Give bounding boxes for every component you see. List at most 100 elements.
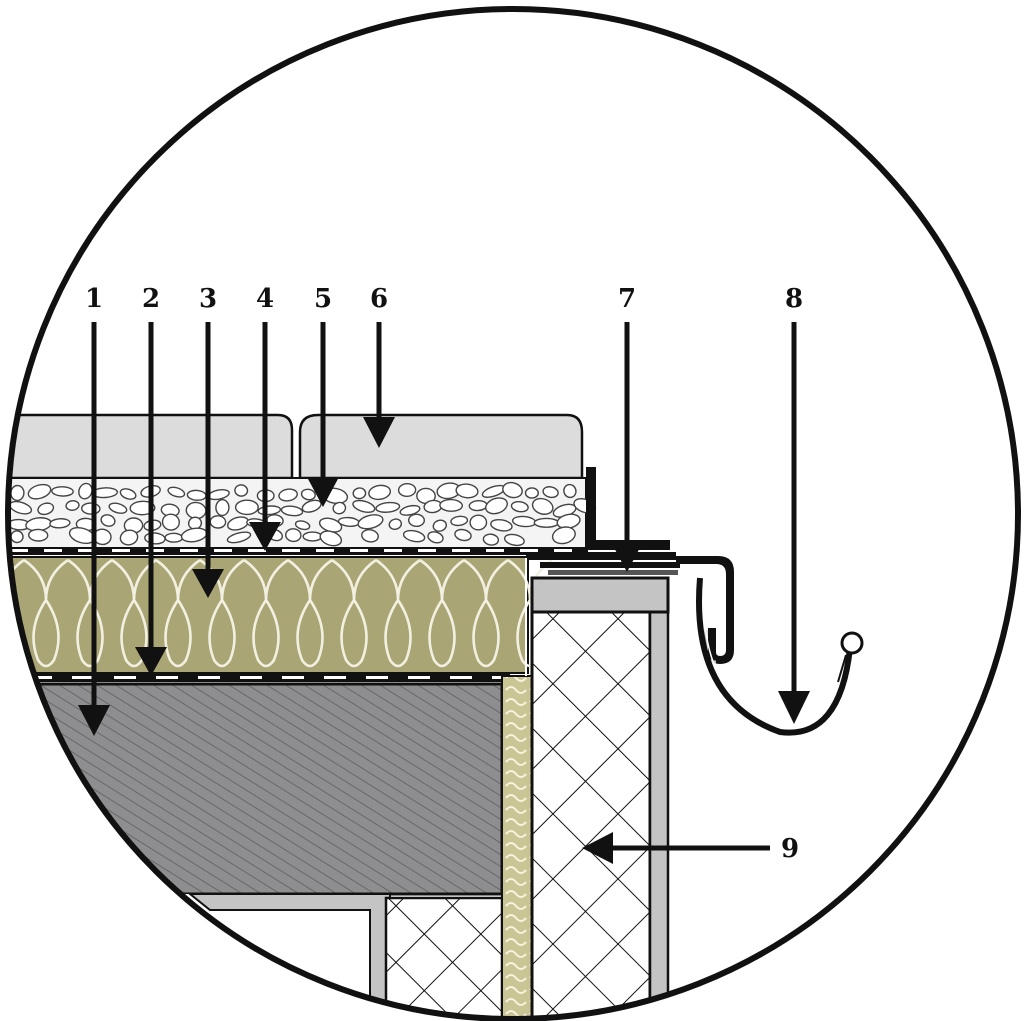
pebble	[10, 484, 25, 502]
vapour-barrier-dash	[240, 676, 262, 679]
pebble	[209, 515, 227, 529]
pebble	[427, 531, 444, 544]
pebble	[455, 483, 479, 499]
pebble	[361, 529, 379, 543]
pebble	[234, 484, 249, 497]
pebble	[302, 531, 323, 542]
membrane-dash	[588, 549, 606, 552]
section-contents	[0, 413, 864, 1019]
membrane-dash	[214, 549, 232, 552]
pebble	[468, 499, 488, 512]
pebble	[454, 528, 472, 542]
pebble	[294, 520, 311, 531]
pebble	[108, 502, 128, 514]
pebble	[300, 488, 316, 501]
membrane-dash	[384, 549, 402, 552]
vapour-barrier-dash	[198, 676, 220, 679]
thermal-insulation	[8, 556, 553, 674]
insulation-fibre-loop	[199, 558, 245, 668]
pebble	[432, 519, 448, 532]
pebble	[524, 487, 540, 499]
pebble	[234, 499, 259, 516]
pebble	[368, 484, 392, 501]
pebble	[0, 515, 4, 529]
pebble	[65, 500, 80, 511]
pebble	[285, 528, 302, 543]
pebble	[485, 497, 508, 515]
pebble	[319, 530, 343, 547]
membrane-dash	[78, 549, 96, 552]
arrow-7	[611, 322, 643, 572]
pebble	[551, 526, 576, 545]
pebble	[280, 505, 304, 517]
pebble	[332, 501, 347, 515]
membrane-dash	[180, 549, 198, 552]
pebble	[226, 531, 252, 544]
arrow-9	[582, 832, 770, 864]
interior-wall	[8, 893, 504, 1019]
pebble	[439, 498, 463, 512]
paver-slabs	[8, 413, 584, 480]
pebble	[0, 497, 6, 514]
vapour-barrier-dash	[156, 676, 178, 679]
pebble	[402, 529, 426, 543]
callout-label-6: 6	[370, 284, 388, 314]
callout-label-4: 4	[256, 284, 274, 314]
vapour-barrier-dash	[324, 676, 346, 679]
pebble	[161, 513, 180, 531]
gutter	[696, 577, 864, 736]
insulation-fibre-loop	[287, 558, 333, 668]
pebble	[388, 518, 403, 530]
pebble	[27, 483, 52, 500]
callout-label-2: 2	[142, 284, 160, 314]
callout-label-5: 5	[314, 284, 332, 314]
pebble	[399, 504, 421, 516]
arrow-4	[249, 322, 281, 551]
pebble	[563, 483, 577, 499]
vapour-barrier	[8, 673, 514, 682]
arrow-5	[307, 322, 339, 507]
pebble	[352, 487, 367, 500]
wall-insulation-block	[530, 576, 670, 1019]
pebble	[278, 488, 298, 502]
insulation-fibre-loop	[331, 558, 377, 668]
gravel-layer	[0, 477, 597, 549]
insulation-fibre-loop	[419, 558, 465, 668]
vapour-barrier-dash	[366, 676, 388, 679]
pebble	[0, 526, 6, 545]
membrane-dash	[418, 549, 436, 552]
arrow-8	[778, 322, 810, 724]
membrane-dash	[452, 549, 470, 552]
vapour-barrier-dash	[450, 676, 472, 679]
callout-label-7: 7	[618, 284, 636, 314]
vapour-barrier-dash	[30, 676, 52, 679]
insulation-fibre-loop	[507, 558, 553, 668]
membrane-dash	[520, 549, 538, 552]
pebble	[164, 532, 184, 543]
pebble	[51, 486, 74, 497]
vapour-barrier-dash	[282, 676, 304, 679]
detail-circle	[5, 6, 1021, 1021]
pebble	[215, 499, 230, 517]
pebble	[0, 487, 6, 499]
insulation-fibre-loop	[463, 558, 509, 668]
pebble	[408, 513, 425, 528]
pebble	[531, 497, 554, 515]
concrete-slab	[8, 682, 504, 896]
pebble	[510, 500, 529, 513]
pebble	[167, 486, 186, 498]
membrane-dash	[146, 549, 164, 552]
callout-labels: 1 2 3 4 5 6 7 8 9	[85, 284, 803, 864]
pebble	[502, 481, 523, 499]
callout-arrows	[78, 322, 810, 864]
pebble	[533, 517, 560, 528]
pebble	[301, 499, 322, 513]
pebble	[352, 499, 376, 513]
mineral-wool-strip	[501, 675, 533, 1019]
insulation-fibre-loop	[243, 558, 289, 668]
insulation-fibre-loop	[67, 558, 113, 668]
pebble	[119, 529, 139, 546]
pebble	[119, 488, 137, 500]
arrow-6	[363, 322, 395, 448]
membrane-dash	[316, 549, 334, 552]
